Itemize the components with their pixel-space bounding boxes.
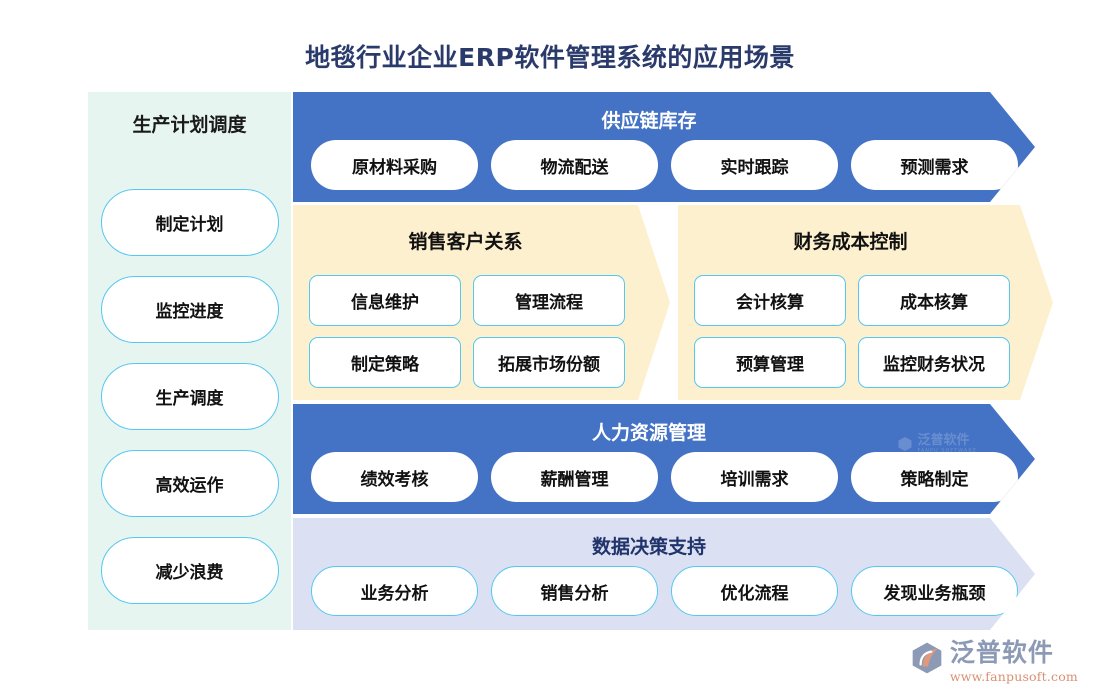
finance-item-2[interactable]: 预算管理: [694, 337, 846, 388]
sidebar-item-2[interactable]: 生产调度: [100, 363, 279, 430]
band-supply-chain-items: 原材料采购 物流配送 实时跟踪 预测需求: [311, 140, 1018, 190]
panel-sales-items: 信息维护 管理流程 制定策略 拓展市场份额: [309, 275, 625, 388]
panel-sales-row-0: 信息维护 管理流程: [309, 275, 625, 326]
hr-item-1[interactable]: 薪酬管理: [491, 452, 658, 502]
data-item-2[interactable]: 优化流程: [671, 566, 838, 616]
finance-item-1[interactable]: 成本核算: [858, 275, 1010, 326]
finance-item-0[interactable]: 会计核算: [694, 275, 846, 326]
panel-finance-items: 会计核算 成本核算 预算管理 监控财务状况: [694, 275, 1010, 388]
panel-sales-row-1: 制定策略 拓展市场份额: [309, 337, 625, 388]
band-data-decision-support-title: 数据决策支持: [591, 536, 706, 558]
supply-item-2[interactable]: 实时跟踪: [671, 140, 838, 190]
panel-finance-row-1: 预算管理 监控财务状况: [694, 337, 1010, 388]
hr-item-2[interactable]: 培训需求: [671, 452, 838, 502]
sales-item-0[interactable]: 信息维护: [309, 275, 461, 326]
data-item-0[interactable]: 业务分析: [311, 566, 478, 616]
panel-finance-cost-control: 财务成本控制 会计核算 成本核算 预算管理 监控财务状况: [678, 205, 1053, 400]
sidebar-item-list: 制定计划 监控进度 生产调度 高效运作 减少浪费: [88, 189, 291, 629]
sales-item-3[interactable]: 拓展市场份额: [473, 337, 625, 388]
data-item-1[interactable]: 销售分析: [491, 566, 658, 616]
panel-finance-row-0: 会计核算 成本核算: [694, 275, 1010, 326]
band-supply-chain: 供应链库存 原材料采购 物流配送 实时跟踪 预测需求: [293, 92, 1035, 202]
panel-sales-customer-relations: 销售客户关系 信息维护 管理流程 制定策略 拓展市场份额: [293, 205, 670, 400]
band-human-resources-items: 绩效考核 薪酬管理 培训需求 策略制定: [311, 452, 1018, 502]
finance-item-3[interactable]: 监控财务状况: [858, 337, 1010, 388]
supply-item-3[interactable]: 预测需求: [851, 140, 1018, 190]
band-data-decision-support-items: 业务分析 销售分析 优化流程 发现业务瓶颈: [311, 566, 1018, 616]
panel-finance-title: 财务成本控制: [793, 231, 908, 253]
data-item-3[interactable]: 发现业务瓶颈: [851, 566, 1018, 616]
band-data-decision-support: 数据决策支持 业务分析 销售分析 优化流程 发现业务瓶颈: [293, 518, 1035, 630]
sales-item-2[interactable]: 制定策略: [309, 337, 461, 388]
hr-item-0[interactable]: 绩效考核: [311, 452, 478, 502]
page-title: 地毯行业企业ERP软件管理系统的应用场景: [305, 43, 795, 72]
brand-logo: 泛普软件 www.fanpusoft.com: [910, 639, 1078, 684]
supply-item-1[interactable]: 物流配送: [491, 140, 658, 190]
sidebar-title: 生产计划调度: [132, 114, 247, 136]
hr-item-3[interactable]: 策略制定: [851, 452, 1018, 502]
sidebar-item-4[interactable]: 减少浪费: [100, 537, 279, 604]
brand-mark-icon: [912, 642, 942, 674]
brand-url: www.fanpusoft.com: [949, 669, 1078, 684]
band-human-resources: 人力资源管理 泛普软件 FANPU SOFTWARE 绩效考核 薪酬管理 培训需…: [293, 404, 1035, 514]
sidebar-item-0[interactable]: 制定计划: [100, 189, 279, 256]
band-supply-chain-title: 供应链库存: [601, 110, 697, 132]
panel-sales-title: 销售客户关系: [408, 231, 523, 253]
brand-text-wrap: 泛普软件 www.fanpusoft.com: [950, 639, 1078, 684]
supply-item-0[interactable]: 原材料采购: [311, 140, 478, 190]
brand-name: 泛普软件: [949, 638, 1054, 667]
band-human-resources-title: 人力资源管理: [591, 422, 706, 444]
sidebar-item-3[interactable]: 高效运作: [100, 450, 279, 517]
sidebar-item-1[interactable]: 监控进度: [100, 276, 279, 343]
band-row-middle: 销售客户关系 信息维护 管理流程 制定策略 拓展市场份额 财务成本控制: [293, 205, 1053, 400]
sales-item-1[interactable]: 管理流程: [473, 275, 625, 326]
sidebar-production-planning: 生产计划调度 制定计划 监控进度 生产调度 高效运作 减少浪费: [88, 92, 291, 630]
band-stack: 供应链库存 原材料采购 物流配送 实时跟踪 预测需求 销售客户关系 信息维护 管…: [293, 92, 1053, 630]
